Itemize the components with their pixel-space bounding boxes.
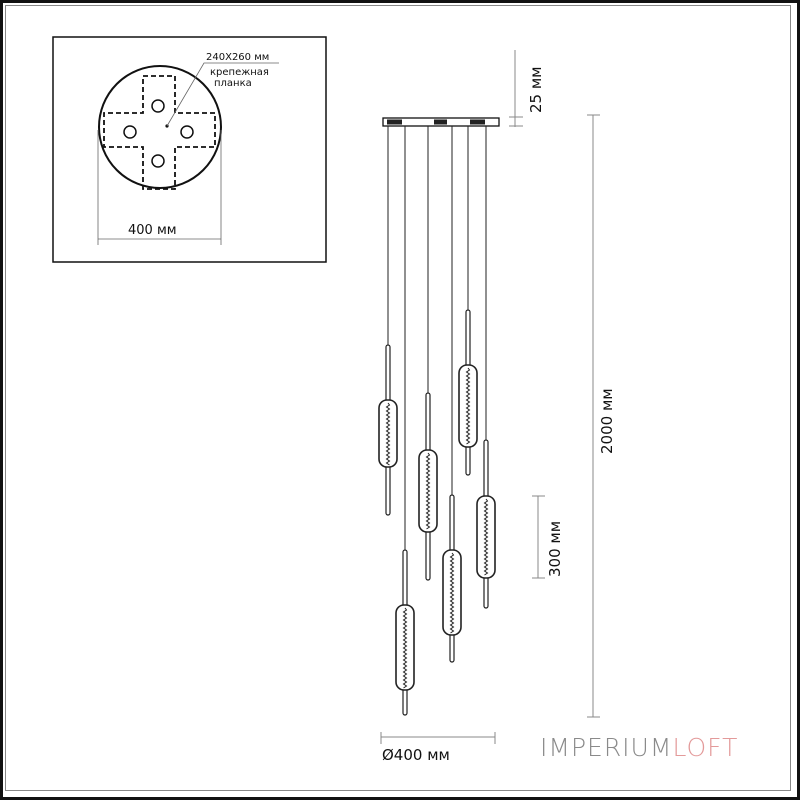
pendant-5	[442, 494, 462, 663]
canopy-height-dimension: 25 мм	[509, 50, 545, 127]
logo-part-imperium: IMPERIUM	[540, 733, 673, 762]
screw-hole-top-icon	[151, 99, 165, 113]
screw-hole-bottom-icon	[151, 154, 165, 168]
shade-length-dimension: 300 мм	[532, 495, 564, 579]
canopy	[382, 117, 500, 127]
screw-hole-left-icon	[123, 125, 137, 139]
pendant-shades	[378, 309, 496, 716]
pendant-4	[476, 439, 496, 609]
plate-caption-line1: крепежная	[210, 67, 269, 78]
pendant-3	[458, 309, 478, 476]
pendant-2	[418, 392, 438, 581]
plate-size-label: 240X260 мм	[206, 52, 269, 63]
pendant-1	[378, 344, 398, 516]
inner-frame	[5, 5, 791, 791]
total-height-label: 2000 мм	[598, 388, 616, 454]
imperiumloft-logo: IMPERIUMLOFT	[540, 733, 738, 762]
suspension-cords	[387, 126, 487, 550]
screw-hole-right-icon	[180, 125, 194, 139]
total-height-dimension: 2000 мм	[587, 114, 616, 718]
logo-part-loft: LOFT	[672, 733, 739, 762]
plate-caption-line2: планка	[214, 78, 252, 89]
pendant-6	[395, 549, 415, 716]
overall-diameter-label: Ø400 мм	[382, 746, 450, 764]
overall-diameter-dimension: Ø400 мм	[380, 732, 496, 764]
mounting-plate-inset: 240X260 мм крепежная планка 400 мм	[52, 36, 327, 263]
shade-length-label: 300 мм	[546, 521, 564, 577]
canopy-height-label: 25 мм	[527, 67, 545, 114]
inset-diameter-label: 400 мм	[128, 223, 177, 238]
